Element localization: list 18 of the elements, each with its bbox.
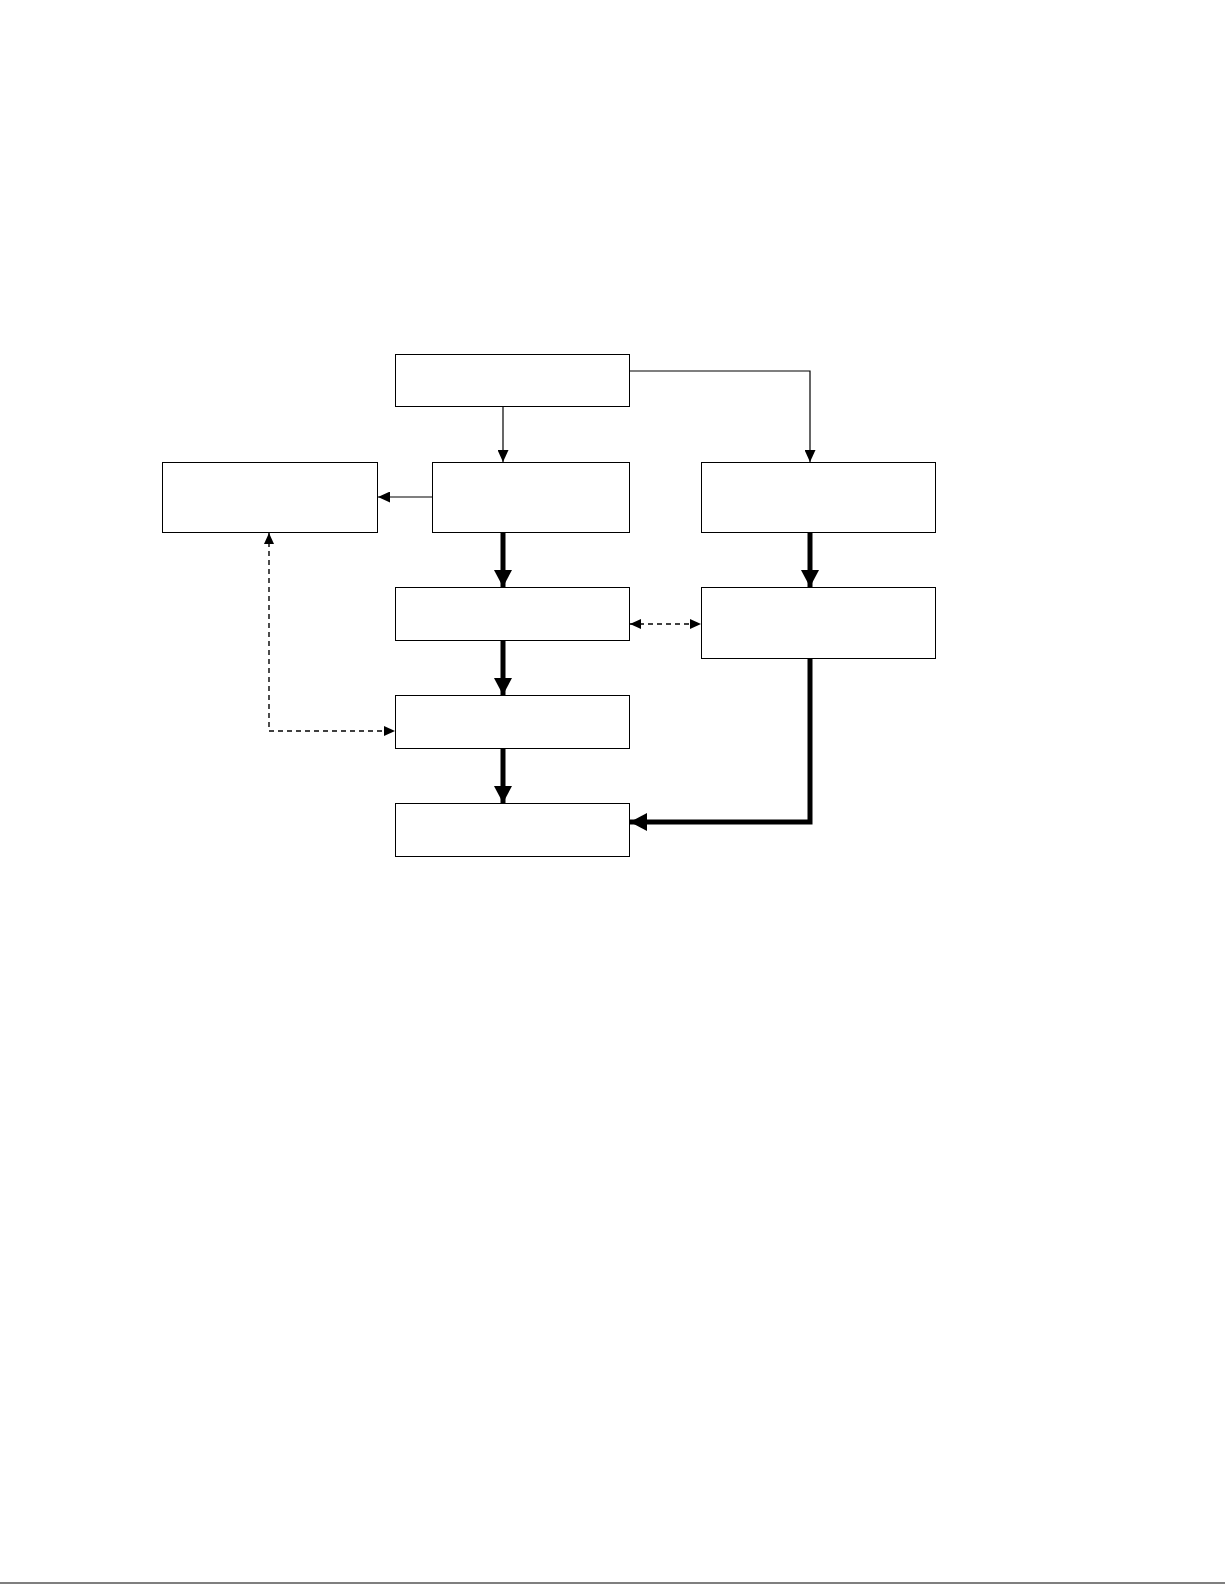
- thick-arrow: [494, 641, 512, 695]
- process-box: [395, 587, 630, 641]
- process-box: [701, 587, 936, 659]
- process-box: [701, 462, 936, 533]
- dashed-double-headed-arrow: [264, 532, 396, 736]
- process-box: [162, 462, 378, 533]
- thick-arrow: [494, 749, 512, 803]
- arrow: [497, 406, 509, 463]
- thick-arrow: [630, 659, 813, 831]
- process-box: [395, 695, 630, 749]
- thick-arrow: [801, 533, 819, 587]
- process-box: [432, 462, 630, 533]
- process-box: [395, 803, 630, 857]
- dashed-double-headed-arrow: [629, 619, 702, 629]
- arrow: [377, 491, 433, 503]
- process-box: [395, 354, 630, 407]
- arrow: [629, 370, 816, 463]
- thick-arrow: [494, 533, 512, 587]
